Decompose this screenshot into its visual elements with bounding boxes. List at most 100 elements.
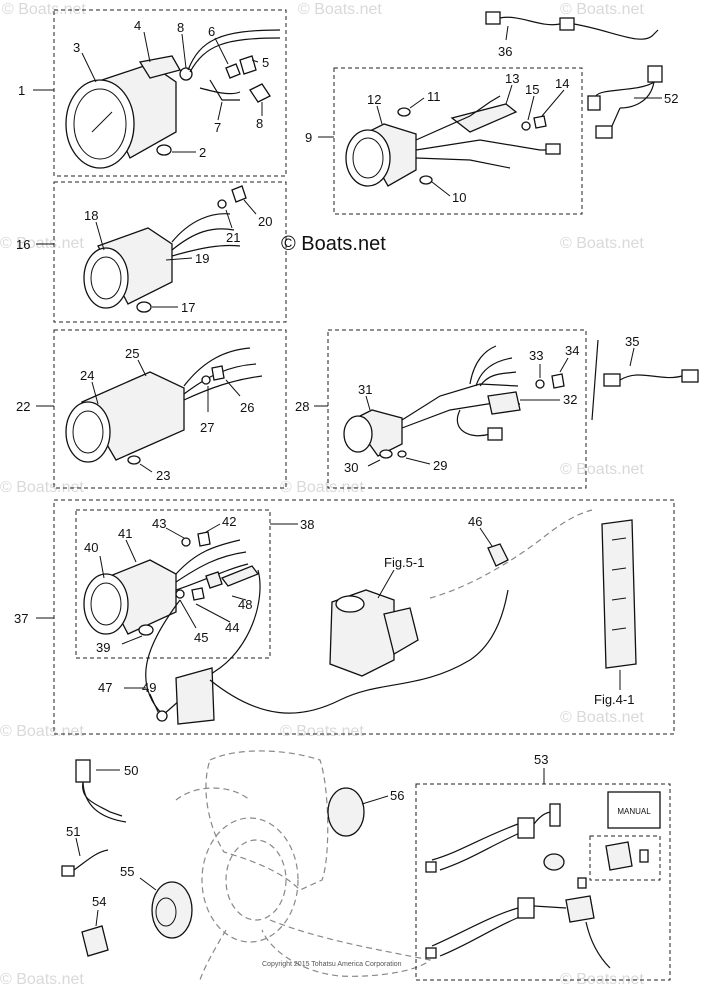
fitting-48 — [205, 571, 223, 589]
callout-22: 22 — [16, 399, 30, 414]
terminal-53a — [425, 861, 437, 873]
callout-43: 43 — [152, 516, 166, 531]
callout-29: 29 — [433, 458, 447, 473]
callout-56: 56 — [390, 788, 404, 803]
part-51: 51 — [61, 824, 109, 877]
group-gauge-22: 22 24 25 26 27 23 — [16, 329, 287, 489]
washer-6 — [225, 63, 241, 79]
washer-45 — [175, 589, 185, 599]
callout-7: 7 — [214, 120, 221, 135]
callout-41: 41 — [118, 526, 132, 541]
connector-9 — [545, 143, 561, 155]
watermark-right-1: © Boats.net — [560, 235, 644, 252]
callout-36: 36 — [498, 44, 512, 59]
socket-29 — [397, 450, 407, 458]
nut-5 — [239, 55, 257, 75]
bushing-55 — [151, 881, 193, 939]
callout-9: 9 — [305, 130, 312, 145]
connector-51a — [61, 865, 75, 877]
connector-36b — [559, 17, 575, 31]
callout-38: 38 — [300, 517, 314, 532]
callout-48: 48 — [238, 597, 252, 612]
bolt-53 — [639, 849, 649, 863]
watermark-top-mid: © Boats.net — [298, 1, 382, 18]
callout-50: 50 — [124, 763, 138, 778]
mount-49 — [175, 667, 215, 725]
watermark-mid-3: © Boats.net — [280, 723, 364, 740]
callout-45: 45 — [194, 630, 208, 645]
nut-14 — [533, 115, 547, 129]
part-54: 54 — [81, 894, 109, 957]
harness-35: 35 — [591, 334, 699, 421]
group-22-box — [53, 329, 287, 489]
connector-53a — [517, 817, 535, 839]
bracket-13 — [450, 103, 518, 133]
bracket-32 — [487, 391, 521, 415]
callout-5: 5 — [262, 55, 269, 70]
group-1-box — [53, 9, 287, 177]
nut-8 — [179, 67, 193, 81]
watermark-bottom-right: © Boats.net — [560, 971, 644, 988]
connector-36a — [485, 11, 501, 25]
callout-16: 16 — [16, 237, 30, 252]
manual-box — [607, 791, 661, 829]
callout-20: 20 — [258, 214, 272, 229]
washer-15 — [521, 121, 531, 131]
nut-42 — [197, 531, 211, 547]
washer-43 — [181, 537, 191, 547]
washer-21 — [217, 199, 227, 209]
callout-3: 3 — [73, 40, 80, 55]
copyright-line: Copyright 2015 Tohatsu America Corporati… — [262, 961, 402, 968]
callout-10: 10 — [452, 190, 466, 205]
watermark-right-3: © Boats.net — [560, 709, 644, 726]
callout-37: 37 — [14, 611, 28, 626]
callout-54: 54 — [92, 894, 106, 909]
kit-53-box — [415, 783, 671, 981]
anode-54 — [81, 925, 109, 957]
callout-42: 42 — [222, 514, 236, 529]
caption-fig5: Fig.5-1 — [384, 555, 424, 570]
connector-52b — [587, 95, 601, 111]
bulb-2 — [156, 144, 172, 156]
watermark-mid-2: © Boats.net — [280, 479, 364, 496]
callout-34: 34 — [565, 343, 579, 358]
callout-47: 47 — [98, 680, 112, 695]
connector-35b — [681, 369, 699, 383]
callout-4: 4 — [134, 18, 141, 33]
callout-52: 52 — [664, 91, 678, 106]
watermark-left-2: © Boats.net — [0, 479, 84, 496]
callout-6: 6 — [208, 24, 215, 39]
nut-34 — [551, 373, 565, 389]
watermark-top-right: © Boats.net — [560, 1, 644, 18]
terminal-53b — [425, 947, 437, 959]
callout-18: 18 — [84, 208, 98, 223]
callout-19: 19 — [195, 251, 209, 266]
bracket-subbox — [589, 835, 661, 881]
bulb-11 — [397, 107, 411, 117]
callout-46: 46 — [468, 514, 482, 529]
connector-28 — [487, 427, 503, 441]
callout-8b: 8 — [256, 116, 263, 131]
screw-53 — [577, 877, 587, 889]
watermark-top-left: © Boats.net — [2, 1, 86, 18]
callout-8a: 8 — [177, 20, 184, 35]
callout-15: 15 — [525, 82, 539, 97]
connector-52a — [647, 65, 663, 83]
callout-23: 23 — [156, 468, 170, 483]
pump-gear-fig5 — [335, 595, 365, 613]
grommet-53 — [543, 853, 565, 871]
callout-21: 21 — [226, 230, 240, 245]
bracket-53 — [605, 841, 633, 871]
callout-14: 14 — [555, 76, 569, 91]
bulb-17 — [136, 301, 152, 313]
group-37-box — [53, 499, 675, 735]
caption-fig4: Fig.4-1 — [594, 692, 634, 707]
switch-53 — [565, 895, 595, 923]
manifold-fig4 — [601, 519, 637, 669]
joint-49 — [156, 710, 168, 722]
group-16-box — [53, 181, 287, 323]
bulb-39 — [138, 624, 154, 636]
callout-33: 33 — [529, 348, 543, 363]
part-55: 55 — [120, 864, 193, 939]
callout-49: 49 — [142, 680, 156, 695]
